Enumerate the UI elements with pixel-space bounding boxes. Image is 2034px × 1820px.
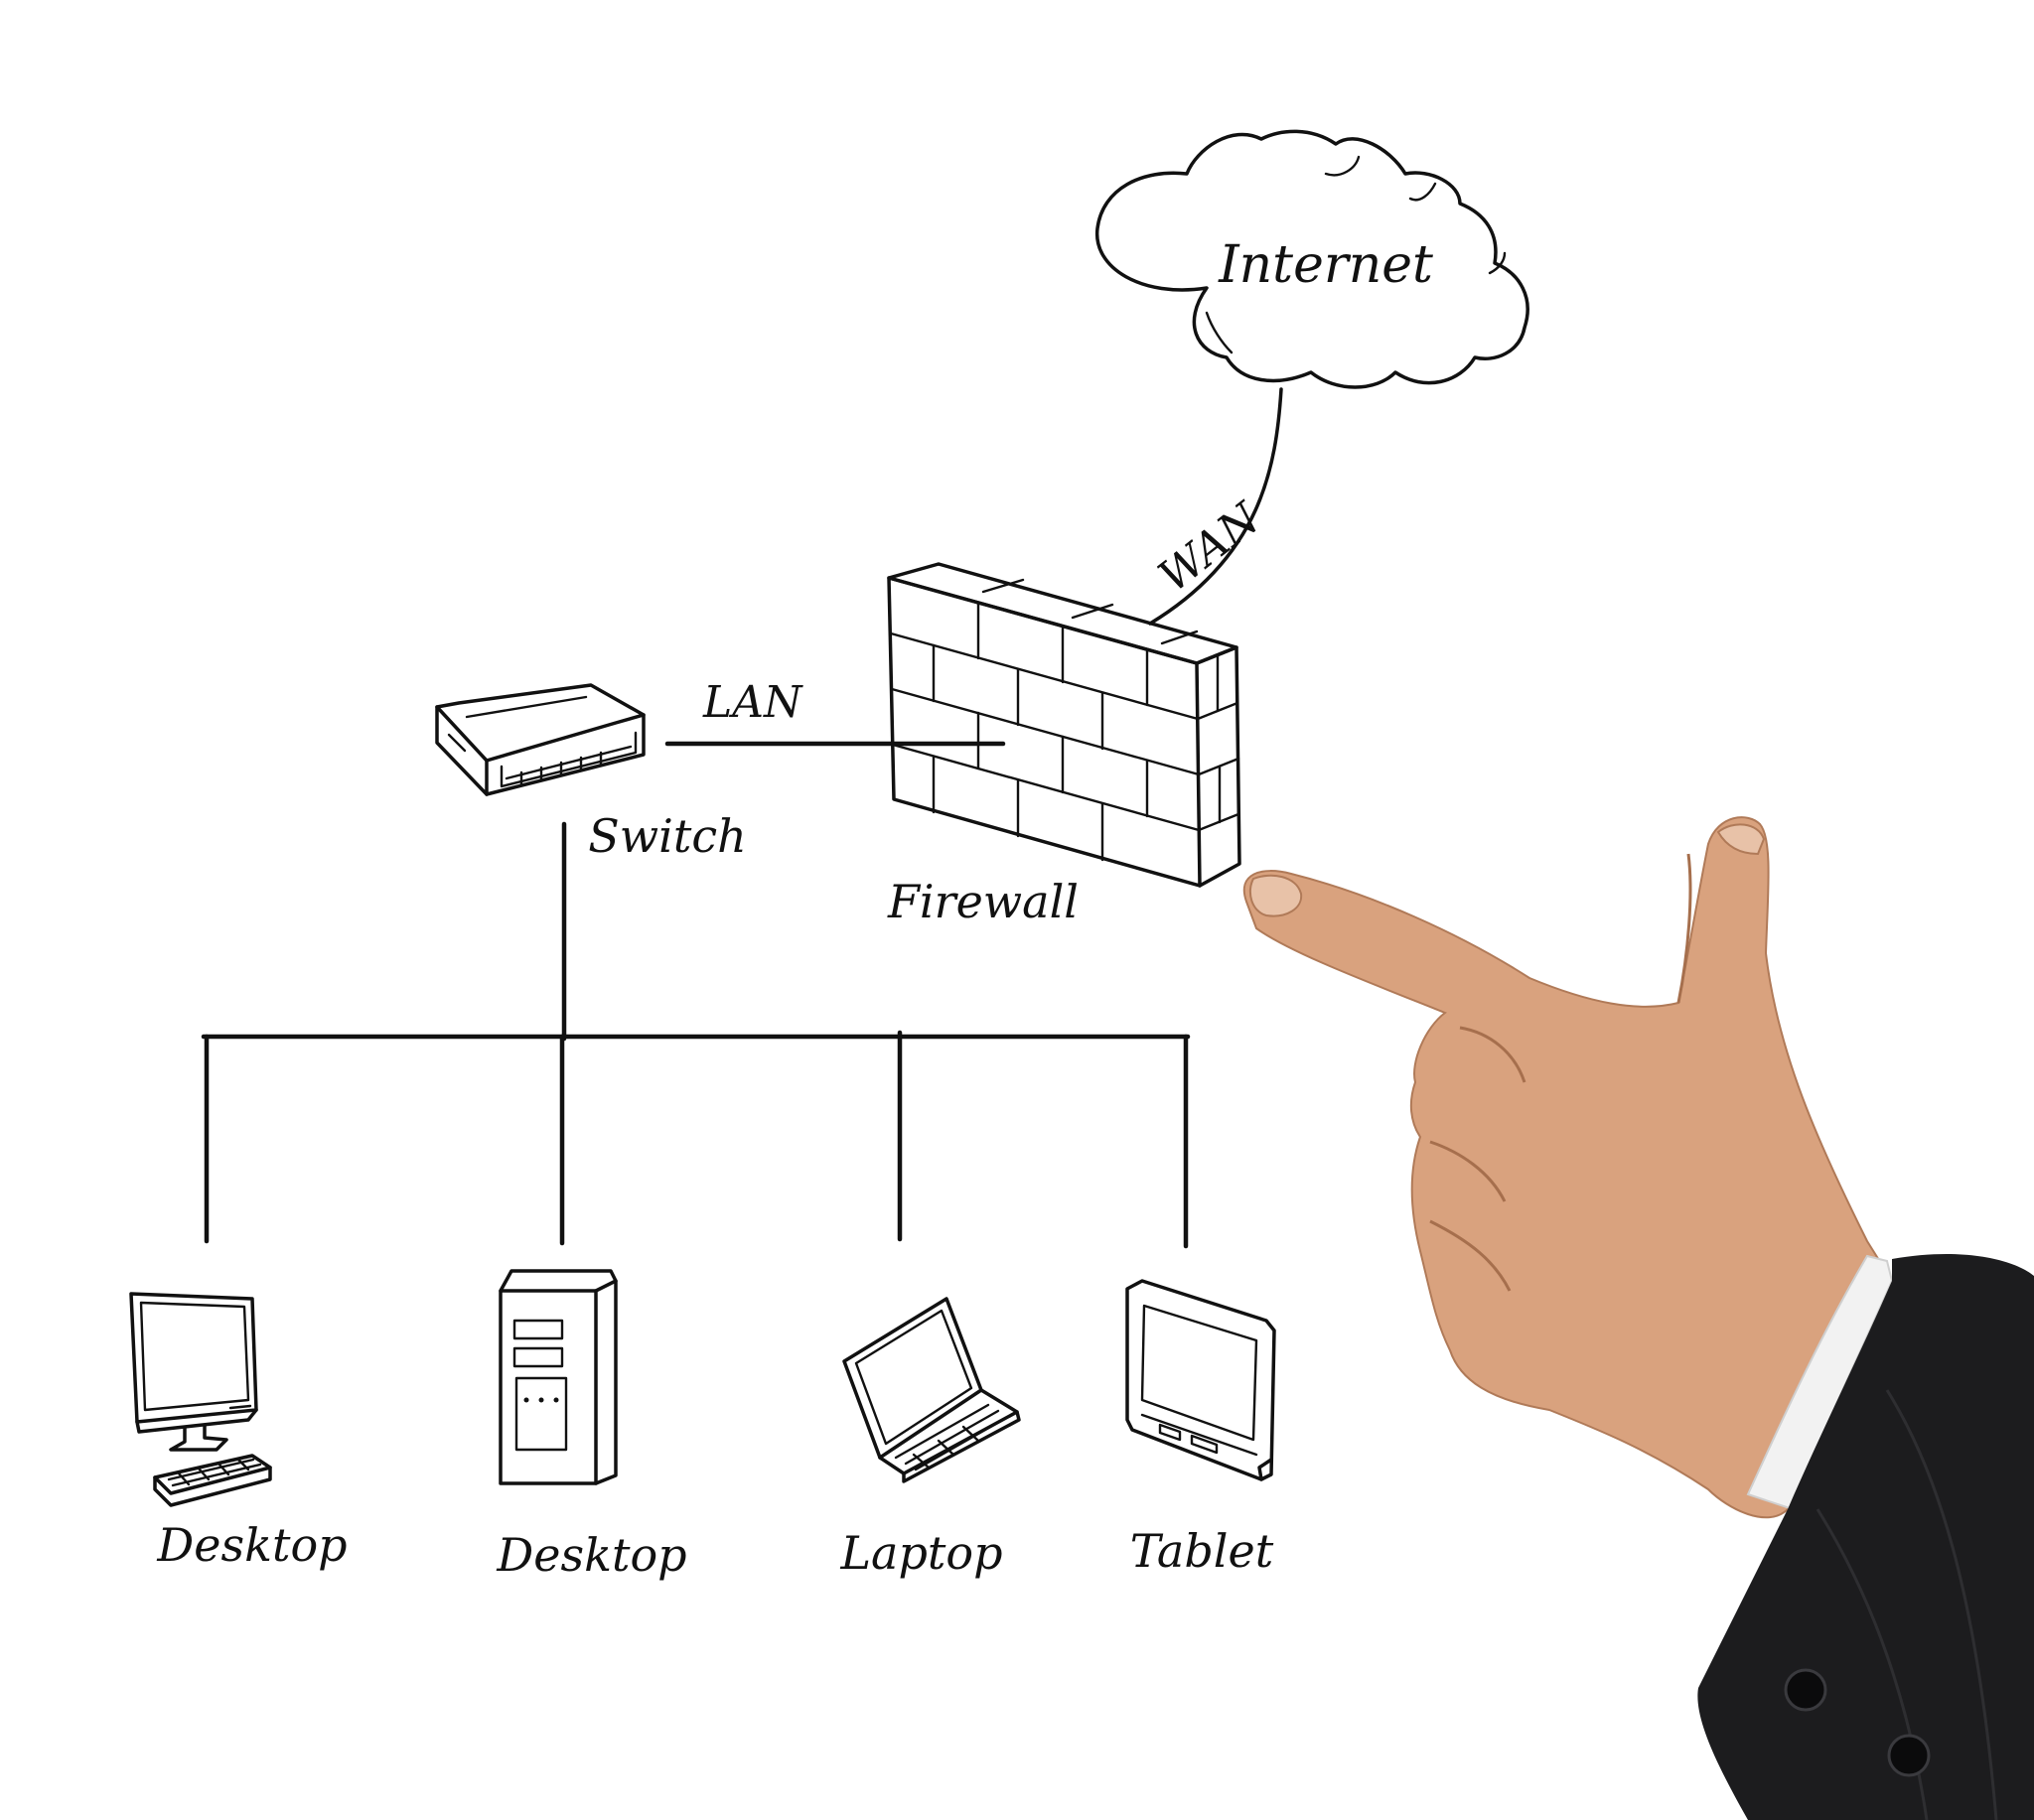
tower-pc-icon: [499, 1269, 618, 1485]
internet-label: Internet: [1218, 235, 1433, 295]
switch-bus: [201, 821, 1191, 1249]
lan-label: LAN: [702, 677, 803, 728]
keyboard-icon: [153, 1454, 272, 1507]
internet-cloud: Internet: [1095, 129, 1529, 389]
sleeve-button-2: [1887, 1734, 1931, 1777]
desktop-2-label: Desktop: [496, 1528, 686, 1582]
wan-link: WAN: [1148, 387, 1283, 626]
lan-link: LAN: [664, 677, 1006, 747]
laptop-icon: [842, 1297, 1021, 1483]
switch-label: Switch: [588, 809, 746, 863]
monitor-icon: [129, 1292, 258, 1452]
tablet-label: Tablet: [1130, 1524, 1274, 1578]
suit-sleeve: [1697, 1254, 2034, 1820]
firewall-icon: Firewall: [887, 562, 1241, 928]
wan-label: WAN: [1149, 492, 1270, 603]
pointing-hand: [1242, 816, 1894, 1519]
tablet-icon: [1125, 1279, 1276, 1481]
desktop-1-label: Desktop: [156, 1518, 347, 1572]
laptop-label: Laptop: [839, 1526, 1002, 1580]
firewall-label: Firewall: [887, 875, 1079, 928]
switch-icon: Switch: [435, 683, 747, 863]
sleeve-button-1: [1784, 1668, 1827, 1712]
